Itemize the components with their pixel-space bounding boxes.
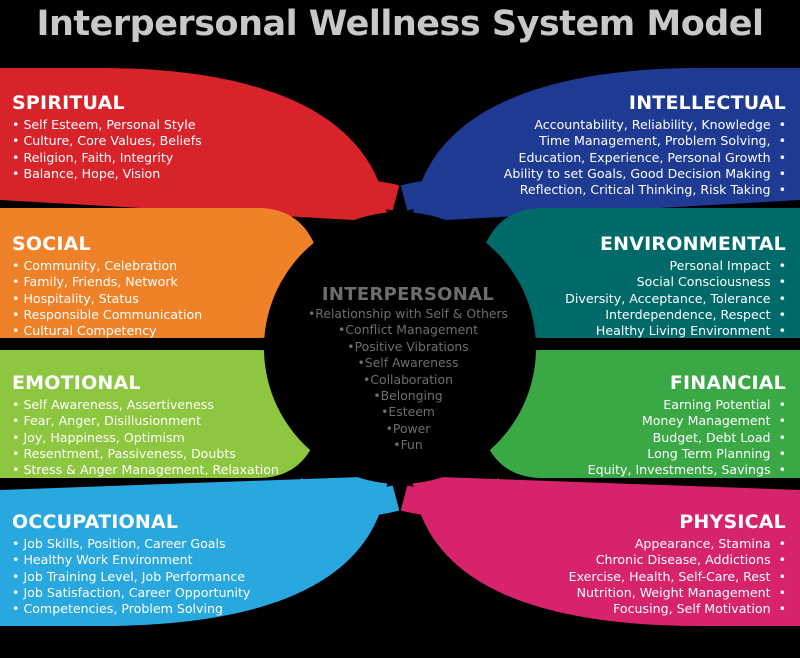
list-item: Self Awareness, Assertiveness — [12, 397, 312, 413]
environmental-heading: ENVIRONMENTAL — [599, 233, 786, 255]
list-item: Budget, Debt Load — [486, 430, 786, 446]
spiritual-box: SPIRITUAL Self Esteem, Personal StyleCul… — [12, 92, 312, 182]
physical-heading: PHYSICAL — [679, 511, 786, 533]
list-item: Joy, Happiness, Optimism — [12, 430, 312, 446]
list-item: Focusing, Self Motivation — [486, 601, 786, 617]
financial-list: Earning PotentialMoney ManagementBudget,… — [486, 397, 786, 478]
list-item: Resentment, Passiveness, Doubts — [12, 446, 312, 462]
list-item: Competencies, Problem Solving — [12, 601, 312, 617]
interpersonal-list: Relationship with Self & OthersConflict … — [290, 306, 526, 454]
financial-heading: FINANCIAL — [669, 372, 786, 394]
list-item: Personal Impact — [486, 258, 786, 274]
list-item: Relationship with Self & Others — [290, 306, 526, 322]
list-item: Balance, Hope, Vision — [12, 166, 312, 182]
intellectual-list: Accountability, Reliability, KnowledgeTi… — [486, 117, 786, 198]
list-item: Stress & Anger Management, Relaxation — [12, 462, 312, 478]
list-item: Self Esteem, Personal Style — [12, 117, 312, 133]
list-item: Religion, Faith, Integrity — [12, 150, 312, 166]
social-box: SOCIAL Community, CelebrationFamily, Fri… — [12, 233, 312, 339]
list-item: Positive Vibrations — [290, 339, 526, 355]
page-title: Interpersonal Wellness System Model — [36, 4, 764, 44]
list-item: Reflection, Critical Thinking, Risk Taki… — [486, 182, 786, 198]
physical-list: Appearance, StaminaChronic Disease, Addi… — [486, 536, 786, 617]
list-item: Exercise, Health, Self-Care, Rest — [486, 569, 786, 585]
ring-occupational — [290, 478, 400, 517]
list-item: Culture, Core Values, Beliefs — [12, 133, 312, 149]
social-list: Community, CelebrationFamily, Friends, N… — [12, 258, 312, 339]
list-item: Education, Experience, Personal Growth — [486, 150, 786, 166]
interpersonal-center: INTERPERSONAL Relationship with Self & O… — [290, 284, 526, 454]
intellectual-box: INTELLECTUAL Accountability, Reliability… — [486, 92, 786, 198]
list-item: Conflict Management — [290, 322, 526, 338]
list-item: Job Skills, Position, Career Goals — [12, 536, 312, 552]
list-item: Interdependence, Respect — [486, 307, 786, 323]
list-item: Fear, Anger, Disillusionment — [12, 413, 312, 429]
list-item: Job Satisfaction, Career Opportunity — [12, 585, 312, 601]
spiritual-heading: SPIRITUAL — [12, 92, 125, 114]
emotional-heading: EMOTIONAL — [12, 372, 141, 394]
ring-intellectual — [400, 179, 510, 218]
list-item: Cultural Competency — [12, 323, 312, 339]
intellectual-heading: INTELLECTUAL — [628, 92, 786, 114]
list-item: Family, Friends, Network — [12, 274, 312, 290]
list-item: Earning Potential — [486, 397, 786, 413]
ring-physical — [400, 478, 510, 517]
list-item: Responsible Communication — [12, 307, 312, 323]
list-item: Healthy Work Environment — [12, 552, 312, 568]
list-item: Ability to set Goals, Good Decision Maki… — [486, 166, 786, 182]
emotional-list: Self Awareness, AssertivenessFear, Anger… — [12, 397, 312, 478]
interpersonal-heading: INTERPERSONAL — [321, 284, 495, 305]
list-item: Accountability, Reliability, Knowledge — [486, 117, 786, 133]
list-item: Equity, Investments, Savings — [486, 462, 786, 478]
list-item: Belonging — [290, 388, 526, 404]
ring-spiritual — [290, 179, 400, 218]
occupational-list: Job Skills, Position, Career GoalsHealth… — [12, 536, 312, 617]
spiritual-list: Self Esteem, Personal StyleCulture, Core… — [12, 117, 312, 182]
financial-box: FINANCIAL Earning PotentialMoney Managem… — [486, 372, 786, 478]
list-item: Nutrition, Weight Management — [486, 585, 786, 601]
list-item: Time Management, Problem Solving, — [486, 133, 786, 149]
list-item: Job Training Level, Job Performance — [12, 569, 312, 585]
list-item: Community, Celebration — [12, 258, 312, 274]
list-item: Long Term Planning — [486, 446, 786, 462]
list-item: Power — [290, 421, 526, 437]
list-item: Social Consciousness — [486, 274, 786, 290]
list-item: Healthy Living Environment — [486, 323, 786, 339]
list-item: Hospitality, Status — [12, 291, 312, 307]
list-item: Chronic Disease, Addictions — [486, 552, 786, 568]
list-item: Esteem — [290, 404, 526, 420]
social-heading: SOCIAL — [12, 233, 91, 255]
occupational-heading: OCCUPATIONAL — [12, 511, 179, 533]
list-item: Money Management — [486, 413, 786, 429]
emotional-box: EMOTIONAL Self Awareness, AssertivenessF… — [12, 372, 312, 478]
list-item: Self Awareness — [290, 355, 526, 371]
environmental-list: Personal ImpactSocial ConsciousnessDiver… — [486, 258, 786, 339]
environmental-box: ENVIRONMENTAL Personal ImpactSocial Cons… — [486, 233, 786, 339]
list-item: Appearance, Stamina — [486, 536, 786, 552]
list-item: Diversity, Acceptance, Tolerance — [486, 291, 786, 307]
occupational-box: OCCUPATIONAL Job Skills, Position, Caree… — [12, 511, 312, 617]
list-item: Fun — [290, 437, 526, 453]
list-item: Collaboration — [290, 372, 526, 388]
physical-box: PHYSICAL Appearance, StaminaChronic Dise… — [486, 511, 786, 617]
